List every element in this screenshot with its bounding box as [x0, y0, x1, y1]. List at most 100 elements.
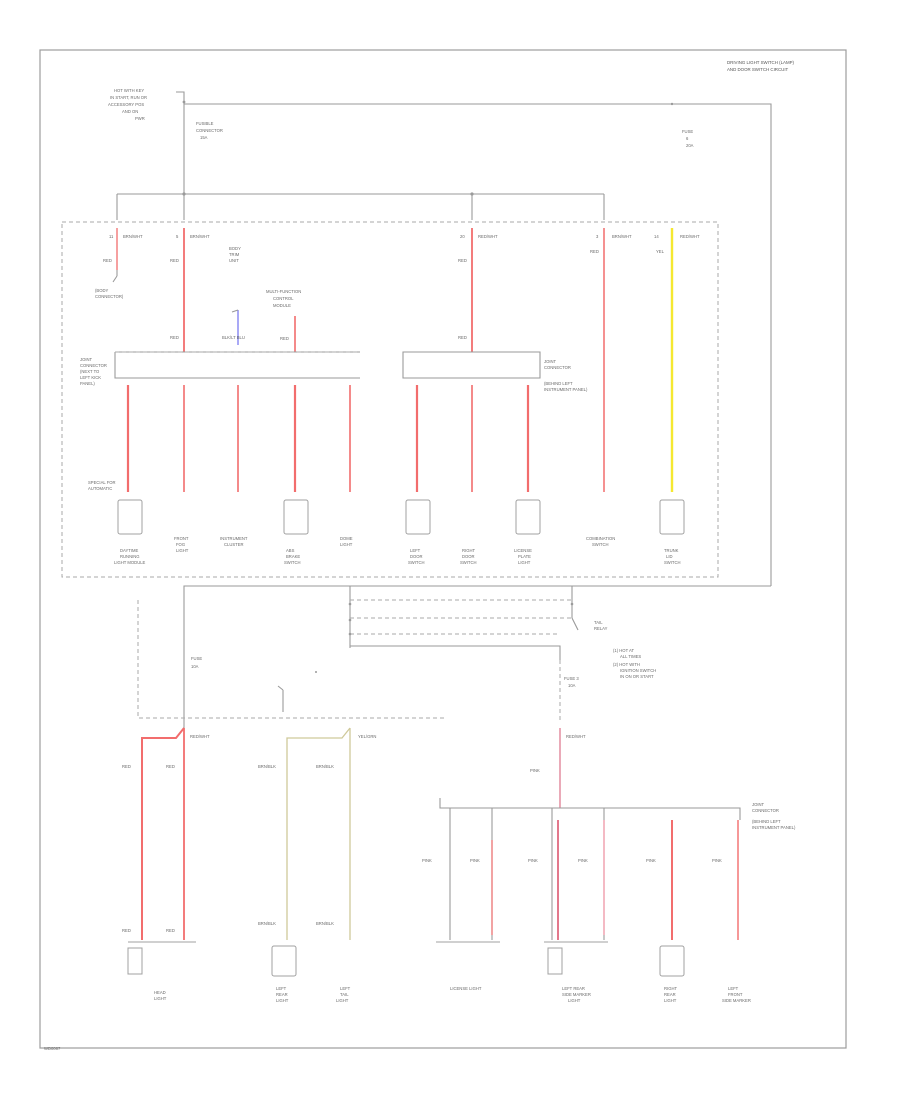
tail-relay-note: TAIL RELAY — [594, 620, 608, 631]
svg-text:(1) HOT AT: (1) HOT AT — [613, 648, 634, 653]
svg-text:15A: 15A — [200, 135, 208, 140]
svg-text:20A: 20A — [686, 143, 694, 148]
svg-text:SIDE MARKER: SIDE MARKER — [722, 998, 751, 1003]
svg-text:(BODY: (BODY — [95, 288, 108, 293]
svg-text:LIGHT: LIGHT — [568, 998, 581, 1003]
svg-text:ALL TIMES: ALL TIMES — [620, 654, 641, 659]
svg-text:RIGHT: RIGHT — [664, 986, 677, 991]
svg-text:RED: RED — [122, 928, 131, 933]
svg-text:SWITCH: SWITCH — [408, 560, 425, 565]
svg-text:FUSE 3: FUSE 3 — [564, 676, 579, 681]
svg-text:(BEHIND LEFT: (BEHIND LEFT — [752, 819, 781, 824]
svg-text:14: 14 — [654, 234, 659, 239]
point-marker — [315, 671, 317, 673]
svg-text:FUSE: FUSE — [682, 129, 693, 134]
footer-code: WD0087 — [44, 1046, 61, 1051]
dash-connector: RED (BODY CONNECTOR) — [95, 228, 124, 299]
relay-hot-note: (1) HOT AT ALL TIMES (2) HOT WITH IGNITI… — [613, 648, 656, 679]
svg-text:LIGHT: LIGHT — [340, 542, 353, 547]
svg-text:PINK: PINK — [470, 858, 480, 863]
svg-text:RED/WHT: RED/WHT — [478, 234, 498, 239]
svg-text:INSTRUMENT PANEL): INSTRUMENT PANEL) — [544, 387, 588, 392]
svg-text:INSTRUMENT: INSTRUMENT — [220, 536, 248, 541]
svg-text:TAIL: TAIL — [340, 992, 349, 997]
svg-text:YEL: YEL — [656, 249, 665, 254]
svg-text:UNIT: UNIT — [229, 258, 239, 263]
branch-wires — [126, 385, 530, 492]
svg-text:LIGHT: LIGHT — [154, 996, 167, 1001]
svg-text:BRN/BLK: BRN/BLK — [258, 921, 276, 926]
svg-text:RED/WHT: RED/WHT — [680, 234, 700, 239]
svg-text:SWITCH: SWITCH — [460, 560, 477, 565]
svg-text:TAIL: TAIL — [594, 620, 603, 625]
svg-text:RED: RED — [166, 928, 175, 933]
header-line-1: DRIVING LIGHT SWITCH (LAMP) — [727, 60, 795, 65]
svg-text:RED: RED — [590, 249, 599, 254]
svg-text:SIDE MARKER: SIDE MARKER — [562, 992, 591, 997]
header-line-2: AND DOOR SWITCH CIRCUIT — [727, 67, 789, 72]
svg-text:RED/WHT: RED/WHT — [566, 734, 586, 739]
svg-text:SWITCH: SWITCH — [284, 560, 301, 565]
main-feed-lines — [116, 91, 772, 586]
svg-text:FUSIBLE: FUSIBLE — [196, 121, 214, 126]
svg-text:10A: 10A — [191, 664, 199, 669]
svg-text:MODULE: MODULE — [273, 303, 291, 308]
fuse-lower-label: FUSE 10A — [191, 656, 202, 669]
svg-text:HEAD: HEAD — [154, 990, 166, 995]
svg-text:REAR: REAR — [664, 992, 676, 997]
middle-feed — [183, 585, 771, 728]
svg-text:6: 6 — [686, 136, 689, 141]
svg-text:LIGHT: LIGHT — [518, 560, 531, 565]
svg-text:CONNECTOR: CONNECTOR — [196, 128, 223, 133]
bottom-components — [127, 941, 685, 977]
svg-text:JOINT: JOINT — [80, 357, 93, 362]
top-component-labels: DAYTIME RUNNING LIGHT MODULE FRONT FOG L… — [114, 536, 681, 565]
svg-text:LEFT: LEFT — [728, 986, 739, 991]
body-trim-unit-label: BODY TRIM UNIT — [229, 246, 241, 263]
joint-connector-left: JOINT CONNECTOR (NEXT TO LEFT KICK PANEL… — [80, 351, 360, 386]
svg-text:YEL/GRN: YEL/GRN — [358, 734, 376, 739]
svg-text:RED: RED — [122, 764, 131, 769]
svg-text:AND ON: AND ON — [122, 109, 138, 114]
junction-pins: 11 BRN/WHT 5 BRN/WHT 20 RED/WHT 3 BRN/WH… — [109, 234, 700, 239]
main-red-wires: RED RED RED YEL RED RED — [170, 228, 674, 492]
svg-text:RUNNING: RUNNING — [120, 554, 140, 559]
svg-text:RED/WHT: RED/WHT — [190, 734, 210, 739]
svg-text:CONNECTOR: CONNECTOR — [752, 808, 779, 813]
svg-text:INSTRUMENT PANEL): INSTRUMENT PANEL) — [752, 825, 796, 830]
svg-text:LEFT KICK: LEFT KICK — [80, 375, 101, 380]
bottom-component-labels: HEAD LIGHT LEFT REAR LIGHT LEFT TAIL LIG… — [154, 986, 751, 1003]
lower-small-switch — [277, 685, 284, 712]
svg-text:HOT WITH KEY: HOT WITH KEY — [114, 88, 144, 93]
svg-text:JOINT: JOINT — [752, 802, 765, 807]
svg-text:LEFT: LEFT — [276, 986, 287, 991]
svg-text:5: 5 — [176, 234, 179, 239]
svg-text:COMBINATION: COMBINATION — [586, 536, 615, 541]
svg-text:RIGHT: RIGHT — [462, 548, 475, 553]
svg-text:TRIM: TRIM — [229, 252, 240, 257]
lower-joint-connector: JOINT CONNECTOR (BEHIND LEFT INSTRUMENT … — [422, 798, 796, 940]
top-components — [117, 499, 685, 535]
svg-text:IN ON OR START: IN ON OR START — [620, 674, 654, 679]
svg-text:3: 3 — [596, 234, 599, 239]
svg-text:ABS: ABS — [286, 548, 295, 553]
svg-text:BRN/WHT: BRN/WHT — [190, 234, 210, 239]
svg-text:SPECIAL FOR: SPECIAL FOR — [88, 480, 116, 485]
multifunction-module-label: MULTI-FUNCTION CONTROL MODULE — [266, 289, 301, 308]
svg-text:PINK: PINK — [578, 858, 588, 863]
svg-text:BRN/WHT: BRN/WHT — [612, 234, 632, 239]
svg-text:BODY: BODY — [229, 246, 241, 251]
svg-text:SWITCH: SWITCH — [664, 560, 681, 565]
svg-text:LID: LID — [666, 554, 673, 559]
svg-text:DOOR: DOOR — [410, 554, 423, 559]
svg-text:CONNECTOR: CONNECTOR — [544, 365, 571, 370]
svg-text:RED: RED — [458, 335, 467, 340]
svg-text:(BEHIND LEFT: (BEHIND LEFT — [544, 381, 573, 386]
svg-text:BRN/BLK: BRN/BLK — [316, 921, 334, 926]
svg-text:SWITCH: SWITCH — [592, 542, 609, 547]
svg-text:LEFT: LEFT — [410, 548, 421, 553]
top-left-note: HOT WITH KEY IN START, RUN OR ACCESSORY … — [108, 88, 147, 121]
svg-text:10A: 10A — [568, 683, 576, 688]
svg-text:11: 11 — [109, 234, 114, 239]
svg-text:(2) HOT WITH: (2) HOT WITH — [613, 662, 640, 667]
